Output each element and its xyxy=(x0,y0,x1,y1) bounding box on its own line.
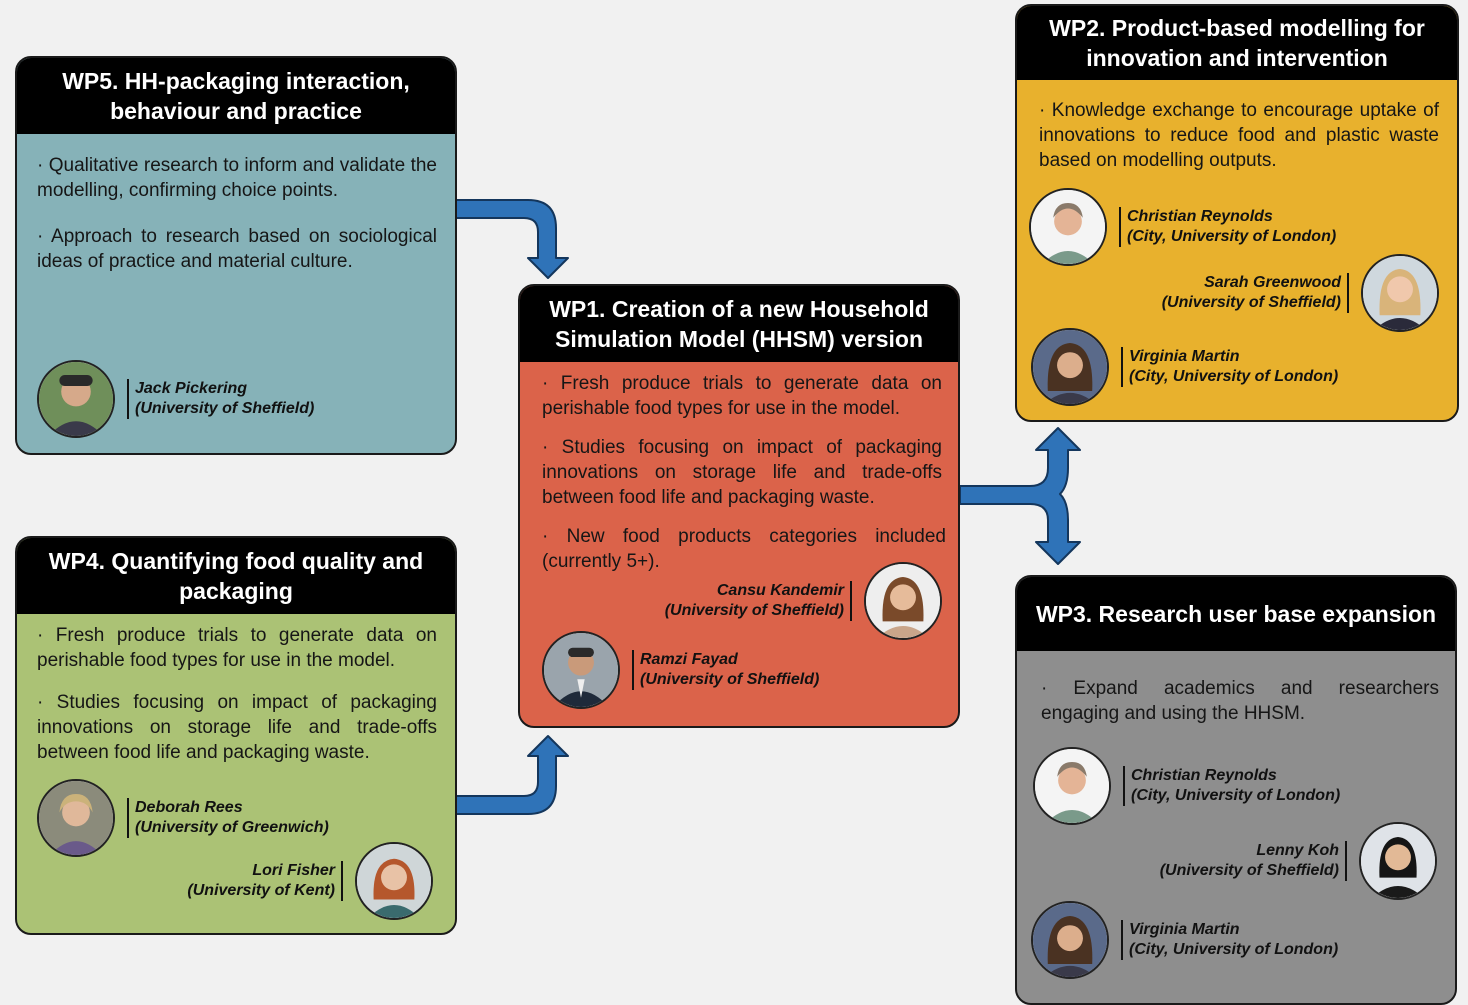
wp3-person-1: Christian Reynolds (City, University of L… xyxy=(1033,747,1340,825)
wp4-person-1-affiliation: (University of Greenwich) xyxy=(135,819,329,836)
wp2-card: WP2. Product-based modelling for innovat… xyxy=(1015,4,1459,422)
wp4-title: WP4. Quantifying food quality and packag… xyxy=(17,538,455,614)
wp1-person-1-affiliation: (University of Sheffield) xyxy=(664,602,844,619)
wp1-title: WP1. Creation of a new Household Simulat… xyxy=(520,286,958,362)
person-photo-icon xyxy=(37,779,115,857)
wp2-person-2-name: Sarah Greenwood xyxy=(1204,274,1341,291)
wp1-bullet-1: · Fresh produce trials to generate data … xyxy=(542,373,942,419)
wp3-person-1-affiliation: (City, University of London) xyxy=(1131,787,1341,804)
person-photo-icon xyxy=(37,360,115,438)
wp2-person-3-name: Virginia Martin xyxy=(1129,348,1240,365)
wp5-bullet-2: · Approach to research based on sociolog… xyxy=(37,226,437,272)
wp1-person-2-affiliation: (University of Sheffield) xyxy=(640,671,820,688)
arrow-wp4-to-wp1 xyxy=(455,735,569,815)
person-photo-icon xyxy=(1029,188,1107,266)
person-photo-icon xyxy=(864,562,942,640)
person-photo-icon xyxy=(1359,822,1437,900)
wp2-person-2-affiliation: (University of Sheffield) xyxy=(1161,294,1341,311)
wp4-bullet-2: · Studies focusing on impact of packagin… xyxy=(37,692,437,763)
wp2-title: WP2. Product-based modelling for innovat… xyxy=(1017,6,1457,80)
wp3-card: WP3. Research user base expansion · Expa… xyxy=(1015,575,1457,1005)
wp3-person-1-name: Christian Reynolds xyxy=(1131,767,1277,784)
wp5-card: WP5. HH-packaging interaction, behaviour… xyxy=(15,56,457,455)
wp1-person-2-name: Ramzi Fayad xyxy=(640,651,738,668)
wp4-person-1: Deborah Rees (University of Greenwich) xyxy=(37,779,329,857)
arrow-wp1-to-wp2-wp3 xyxy=(959,427,1081,565)
wp1-card: WP1. Creation of a new Household Simulat… xyxy=(518,284,960,728)
wp3-bullet-1: · Expand academics and researchers engag… xyxy=(1041,678,1439,724)
wp1-person-1-name: Cansu Kandemir xyxy=(716,582,844,599)
wp5-bullet-1: · Qualitative research to inform and val… xyxy=(37,155,437,201)
wp5-person-1: Jack Pickering (University of Sheffield) xyxy=(37,360,314,438)
wp1-person-1: Cansu Kandemir (University of Sheffield) xyxy=(665,562,942,640)
wp4-bullet-1: · Fresh produce trials to generate data … xyxy=(37,625,437,671)
wp2-person-2: Sarah Greenwood (University of Sheffield) xyxy=(1162,254,1439,332)
person-photo-icon xyxy=(1361,254,1439,332)
wp2-person-1-name: Christian Reynolds xyxy=(1127,208,1273,225)
person-photo-icon xyxy=(355,842,433,920)
wp1-bullet-3: · New food products categories included … xyxy=(542,526,946,572)
wp4-person-2-name: Lori Fisher xyxy=(252,862,335,879)
person-photo-icon xyxy=(542,631,620,709)
wp2-person-1: Christian Reynolds (City, University of L… xyxy=(1029,188,1336,266)
wp3-person-2-name: Lenny Koh xyxy=(1256,842,1339,859)
wp4-card: WP4. Quantifying food quality and packag… xyxy=(15,536,457,935)
wp3-person-2: Lenny Koh (University of Sheffield) xyxy=(1160,822,1437,900)
wp2-bullet-1: · Knowledge exchange to encourage uptake… xyxy=(1039,100,1439,171)
wp1-bullet-2: · Studies focusing on impact of packagin… xyxy=(542,437,942,508)
person-photo-icon xyxy=(1031,901,1109,979)
wp5-person-1-affiliation: (University of Sheffield) xyxy=(135,400,315,417)
wp3-person-3: Virginia Martin (City, University of Lond… xyxy=(1031,901,1338,979)
person-photo-icon xyxy=(1031,328,1109,406)
wp3-person-2-affiliation: (University of Sheffield) xyxy=(1159,862,1339,879)
arrow-wp5-to-wp1 xyxy=(455,199,569,279)
wp5-title: WP5. HH-packaging interaction, behaviour… xyxy=(17,58,455,134)
wp1-person-2: Ramzi Fayad (University of Sheffield) xyxy=(542,631,819,709)
wp3-person-3-affiliation: (City, University of London) xyxy=(1129,941,1339,958)
wp2-person-3-affiliation: (City, University of London) xyxy=(1129,368,1339,385)
person-photo-icon xyxy=(1033,747,1111,825)
wp3-title: WP3. Research user base expansion xyxy=(1017,577,1455,651)
wp2-person-1-affiliation: (City, University of London) xyxy=(1127,228,1337,245)
wp2-person-3: Virginia Martin (City, University of Lond… xyxy=(1031,328,1338,406)
wp5-person-1-name: Jack Pickering xyxy=(135,380,248,397)
wp3-person-3-name: Virginia Martin xyxy=(1129,921,1240,938)
wp4-person-2: Lori Fisher (University of Kent) xyxy=(187,842,433,920)
wp4-person-2-affiliation: (University of Kent) xyxy=(187,882,335,899)
wp4-person-1-name: Deborah Rees xyxy=(135,799,243,816)
